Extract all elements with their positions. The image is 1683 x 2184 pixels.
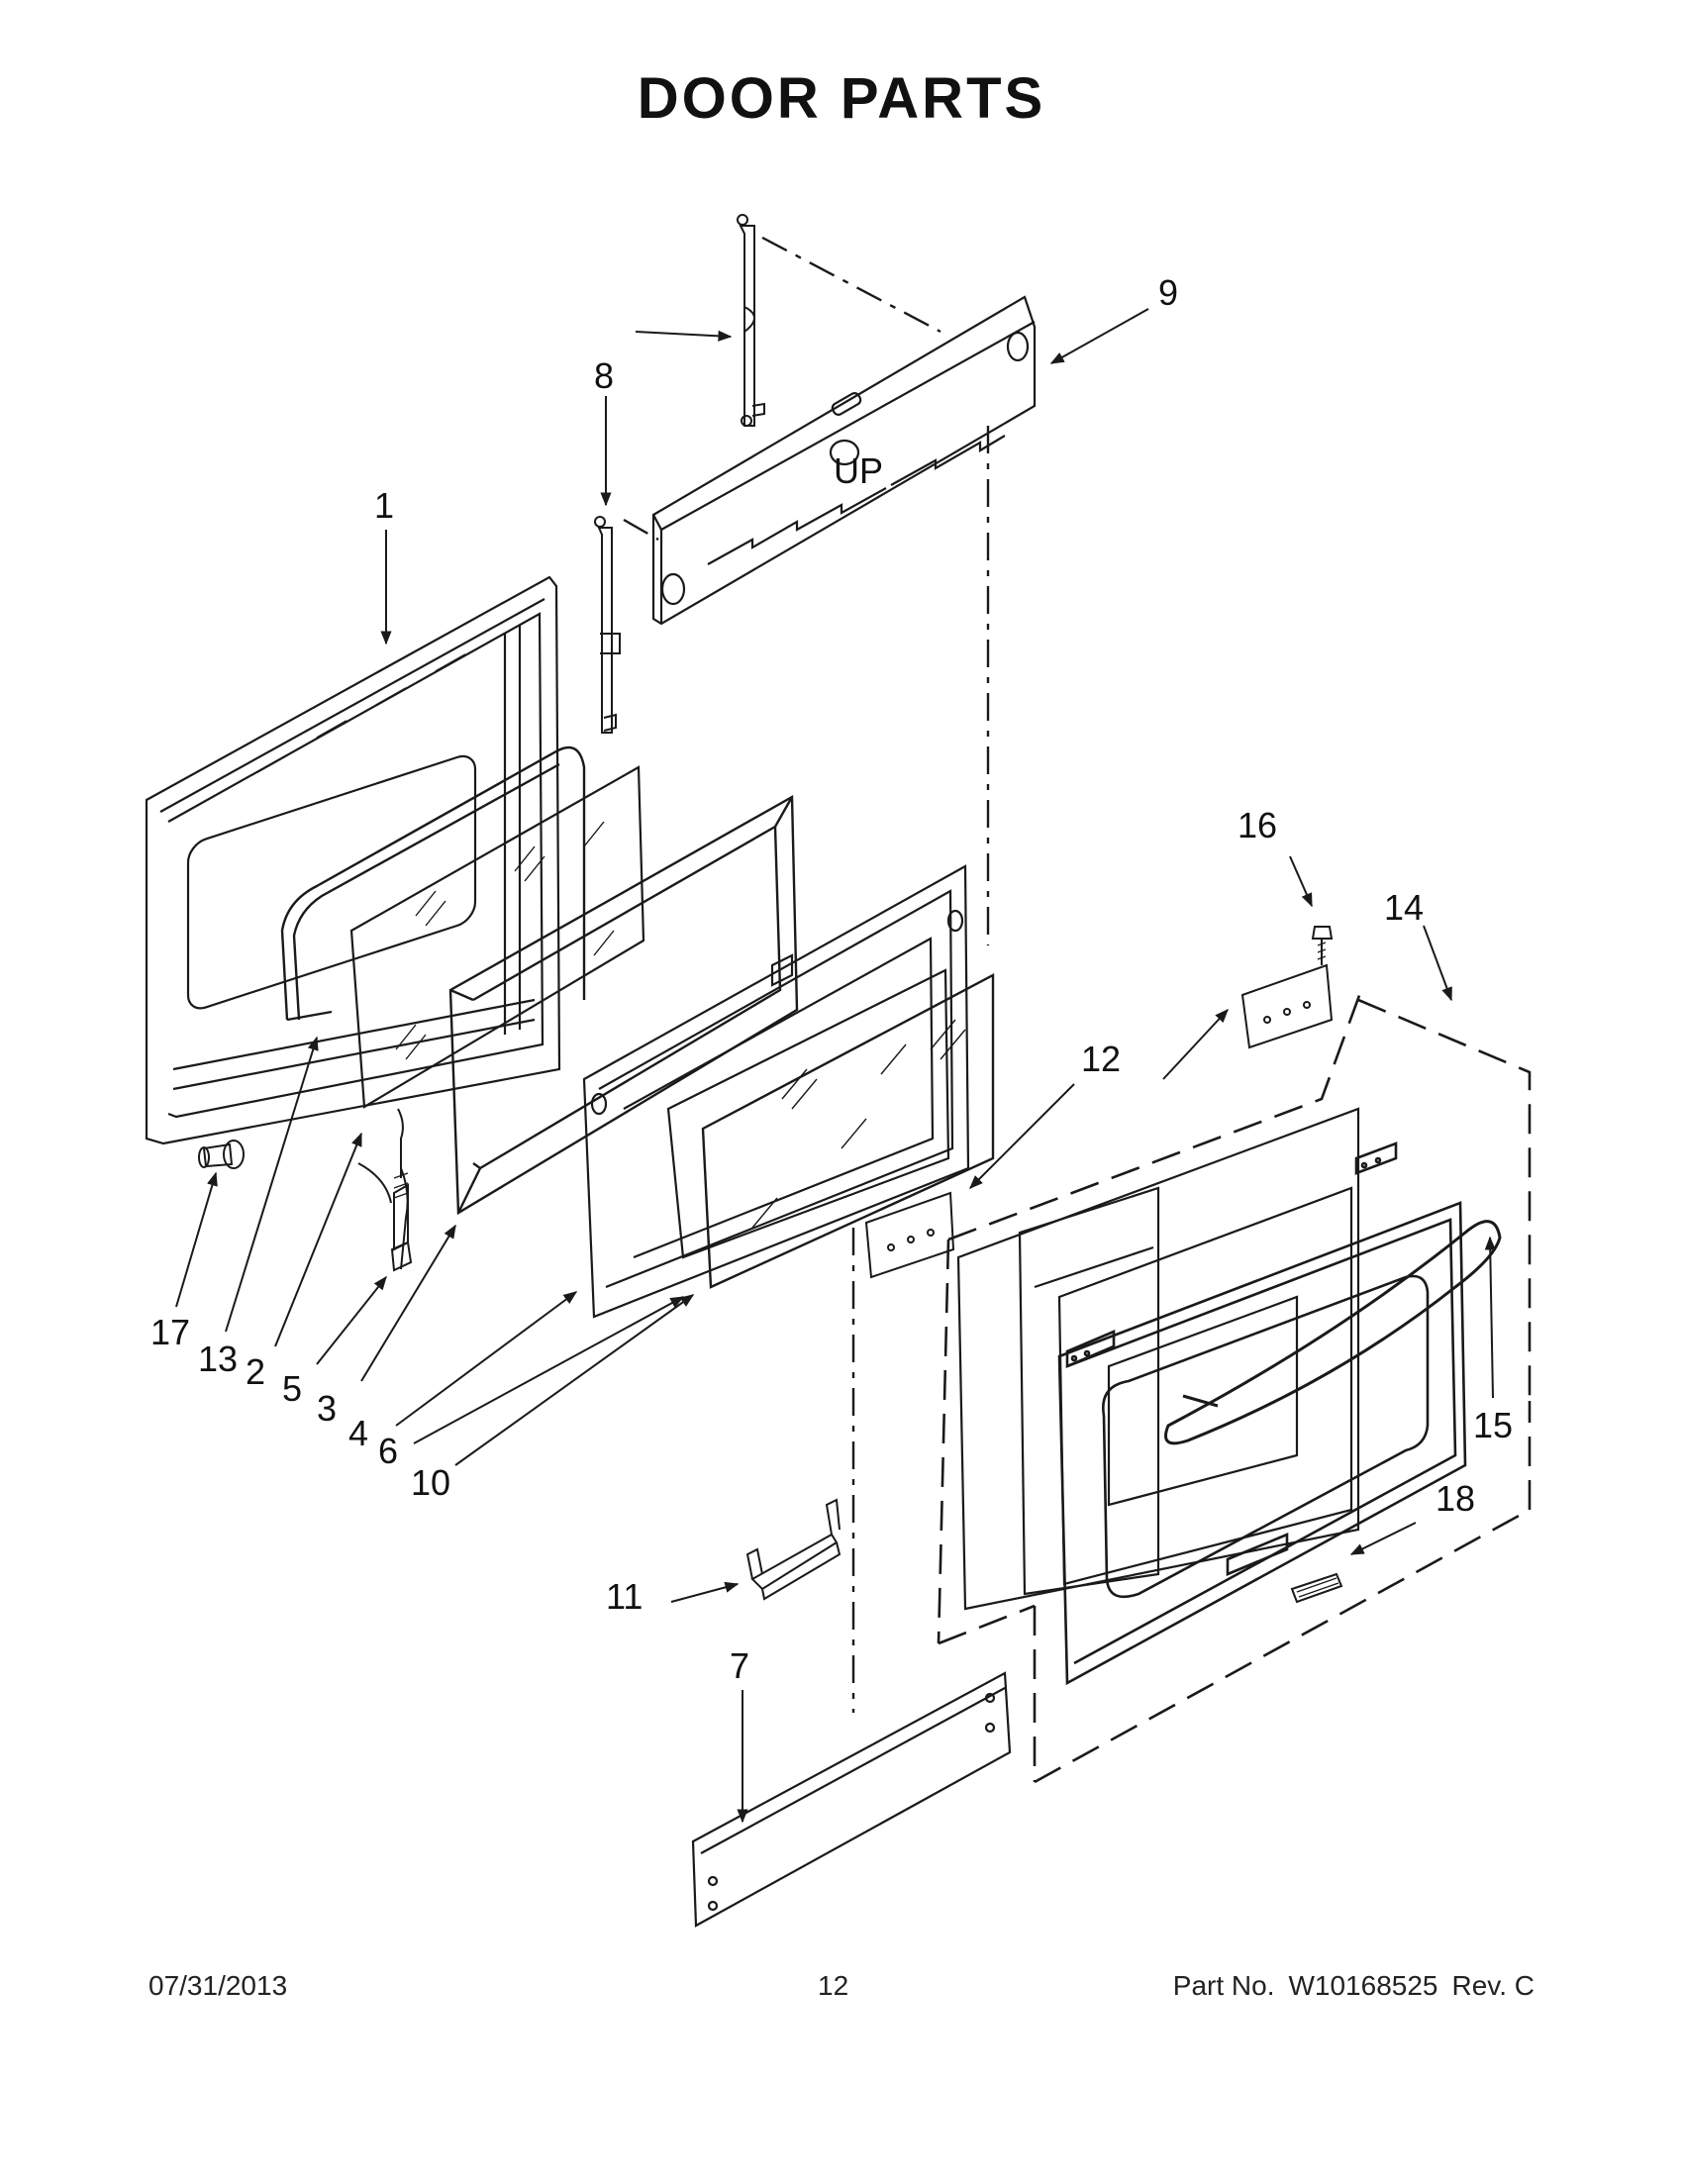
callout-6: 6 <box>378 1431 398 1471</box>
page-title: DOOR PARTS <box>637 66 1046 131</box>
callout-9: 9 <box>1158 272 1178 313</box>
dashed-assembly-box <box>937 989 1532 1784</box>
callout-8: 8 <box>594 355 614 396</box>
assembly-guide-lines <box>623 236 990 1713</box>
part-9-top-panel <box>653 297 1035 624</box>
part-14-outer-door-front <box>1059 1143 1465 1683</box>
part-12-hinge-bracket-upper <box>1242 965 1332 1047</box>
panel-up-label: UP <box>834 450 883 491</box>
callout-labels: 1 8 9 16 14 12 15 18 11 7 17 13 2 5 3 4 … <box>150 272 1513 1686</box>
footer-part-number: Part No. W10168525 Rev. C <box>1159 1970 1534 2002</box>
callout-7: 7 <box>730 1645 749 1686</box>
part-10-outer-glass <box>703 975 993 1287</box>
callout-14: 14 <box>1384 887 1424 928</box>
callout-11: 11 <box>606 1576 643 1617</box>
callout-1: 1 <box>374 485 394 526</box>
part-7-bottom-trim <box>693 1673 1010 1926</box>
callout-3: 3 <box>317 1388 337 1429</box>
part-12-hinge-bracket-lower <box>866 1193 953 1277</box>
part-8-bracket-lower <box>595 517 620 733</box>
part-2-inner-glass <box>351 767 644 1107</box>
callout-10: 10 <box>411 1462 450 1503</box>
part-18-name-badge <box>1292 1574 1341 1602</box>
part-8-bracket-upper <box>738 215 764 426</box>
callout-12: 12 <box>1081 1039 1121 1079</box>
part-11-lower-bracket <box>747 1500 840 1599</box>
callout-13: 13 <box>198 1339 238 1379</box>
part-6-middle-glass <box>668 970 948 1257</box>
footer-date: 07/31/2013 <box>148 1970 288 2001</box>
callout-17: 17 <box>150 1312 190 1352</box>
footer-part-value: W10168525 <box>1288 1970 1438 2001</box>
part-14-outer-door-panel <box>958 1109 1358 1609</box>
part-17-door-stop <box>199 1141 244 1168</box>
part-3-inner-trim-frame <box>450 797 797 1213</box>
part-15-door-handle <box>1166 1222 1501 1443</box>
callout-16: 16 <box>1238 805 1277 845</box>
footer-revision: Rev. C <box>1451 1970 1535 2001</box>
callout-18: 18 <box>1436 1478 1475 1519</box>
footer-part-label: Part No. <box>1172 1970 1275 2001</box>
part-1-inner-door-frame <box>147 577 559 1143</box>
part-13-door-gasket <box>282 747 584 1020</box>
callout-15: 15 <box>1473 1405 1513 1445</box>
footer-page-number: 12 <box>818 1970 849 2001</box>
callout-5: 5 <box>282 1368 302 1409</box>
callout-4: 4 <box>348 1413 368 1453</box>
part-16-screw <box>1313 927 1332 965</box>
callout-2: 2 <box>246 1351 265 1392</box>
part-5-door-hinge <box>358 1109 411 1270</box>
part-4-door-liner <box>584 866 968 1317</box>
callout-arrows <box>175 308 1496 1824</box>
